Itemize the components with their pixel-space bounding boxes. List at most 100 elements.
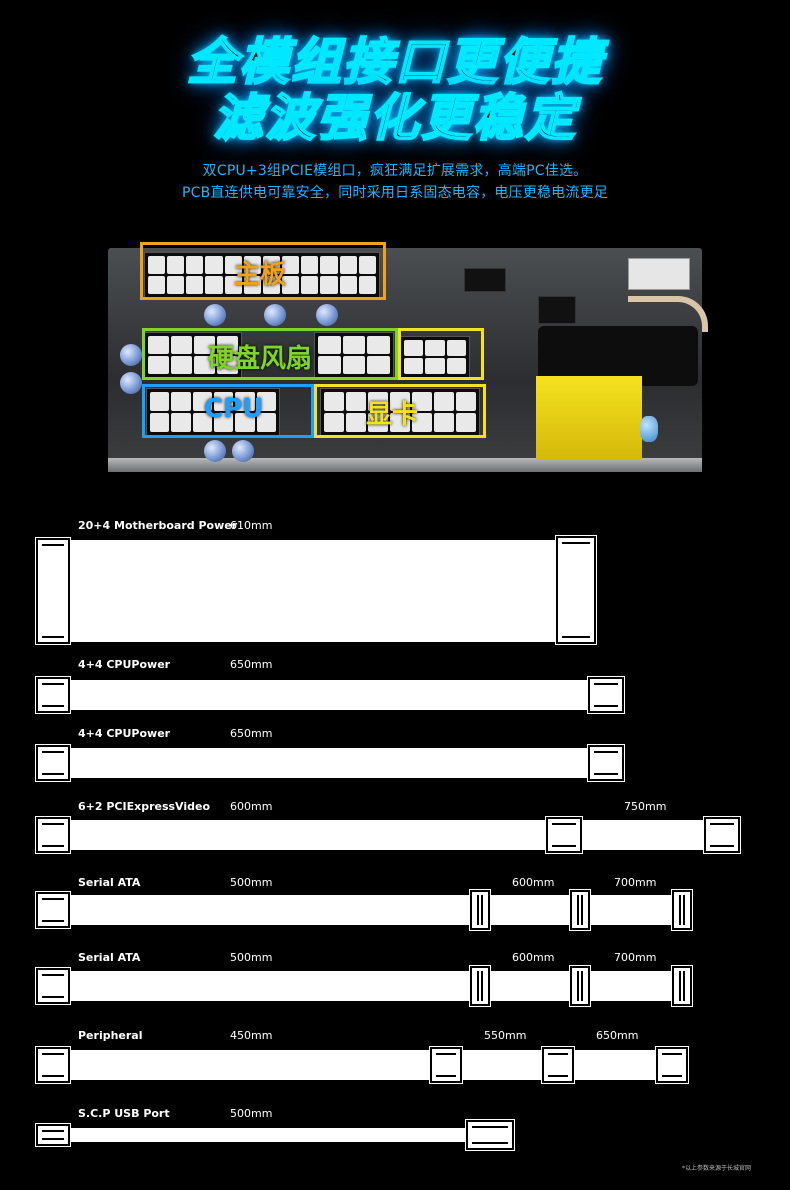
zone-drive-fan-side — [398, 328, 484, 380]
solid-capacitor — [264, 304, 286, 326]
cable-length: 500mm — [230, 1107, 273, 1120]
connector-pin — [217, 336, 238, 354]
connector-pin — [318, 336, 341, 354]
connector-pin — [434, 392, 454, 411]
zone-cpu — [142, 384, 314, 438]
cable-length: 500mm — [230, 951, 273, 964]
connector-pin — [346, 413, 366, 432]
connector-pin — [390, 392, 410, 411]
connector-pin — [186, 256, 204, 274]
connector-pin — [412, 392, 432, 411]
connector-plug — [35, 1123, 71, 1147]
board-x-capacitor — [536, 376, 642, 460]
connector-pin — [339, 276, 357, 294]
zone-motherboard — [140, 242, 386, 300]
cable-length: 450mm — [230, 1029, 273, 1042]
sata-plug — [469, 889, 491, 931]
solid-capacitor — [232, 440, 254, 462]
connector-pin — [404, 358, 424, 374]
connector-pin — [224, 256, 242, 274]
connector-pin — [412, 413, 432, 432]
connector-pin — [192, 413, 212, 432]
subtitle-line-2: PCB直连供电可靠安全，同时采用日系固态电容，电压更稳电流更足 — [181, 185, 609, 201]
connector-plug — [35, 744, 71, 782]
connector-plug — [587, 676, 625, 714]
zone-label-motherboard: 主板 — [234, 260, 287, 290]
cpu-connector — [146, 388, 280, 436]
connector-plug — [35, 676, 71, 714]
connector-plug — [545, 816, 583, 854]
connector-pin — [425, 340, 445, 356]
cable-length: 700mm — [614, 951, 657, 964]
cable-title: 4+4 CPUPower — [78, 658, 171, 671]
cable-body — [70, 895, 690, 925]
cable-length: 650mm — [596, 1029, 639, 1042]
solid-capacitor — [120, 344, 142, 366]
connector-pin — [390, 413, 410, 432]
connector-pin — [282, 256, 300, 274]
cable-length: 600mm — [230, 800, 273, 813]
connector-pin — [446, 358, 466, 374]
connector-pin — [192, 392, 212, 411]
subtitle-line-1: 双CPU+3组PCIE模组口，疯狂满足扩展需求，高端PC佳选。 — [202, 163, 588, 179]
cable-length: 650mm — [230, 658, 273, 671]
connector-plug — [555, 535, 597, 645]
cable-length: 750mm — [624, 800, 667, 813]
connector-pin — [324, 413, 344, 432]
cable-length: 700mm — [614, 876, 657, 889]
zone-label-cpu: CPU — [204, 394, 264, 424]
connector-pin — [194, 336, 215, 354]
cable-body — [70, 1128, 470, 1142]
headline-filter: 滤波强化更稳定 — [212, 88, 577, 148]
connector-pin — [171, 356, 192, 374]
molex-plug — [541, 1046, 575, 1084]
connector-pin — [368, 392, 388, 411]
usb-header-plug — [465, 1119, 515, 1151]
molex-plug — [429, 1046, 463, 1084]
sata-plug — [671, 965, 693, 1007]
connector-pin — [217, 356, 238, 374]
connector-pin — [150, 392, 170, 411]
sata-plug — [469, 965, 491, 1007]
connector-pin — [367, 356, 390, 374]
cable-length: 600mm — [512, 951, 555, 964]
connector-pin — [320, 256, 338, 274]
headline-modular: 全模组接口更便捷 — [186, 32, 603, 92]
connector-pin — [205, 276, 223, 294]
connector-plug — [35, 816, 71, 854]
connector-pin — [167, 256, 185, 274]
connector-pin — [301, 276, 319, 294]
board-edge — [108, 458, 702, 472]
connector-pin — [148, 356, 169, 374]
cable-title: Serial ATA — [78, 951, 141, 964]
connector-pin — [456, 392, 476, 411]
connector-pin — [324, 392, 344, 411]
connector-pin — [148, 336, 169, 354]
cable-length: 650mm — [230, 727, 273, 740]
connector-plug — [35, 967, 71, 1005]
connector-pin — [256, 392, 276, 411]
connector-pin — [262, 256, 281, 274]
molex-plug — [655, 1046, 689, 1084]
zone-label-graphics: 显卡 — [366, 400, 419, 430]
connector-pin — [205, 256, 223, 274]
cable-title: 20+4 Motherboard Power — [78, 519, 238, 532]
modular-pcb-board: 主板 硬盘风扇 CPU 显卡 — [108, 242, 708, 472]
cable-title: 4+4 CPUPower — [78, 727, 171, 740]
solid-capacitor — [120, 372, 142, 394]
connector-plug — [587, 744, 625, 782]
connector-pin — [342, 356, 366, 374]
board-chip — [464, 268, 506, 292]
sata-plug — [569, 889, 591, 931]
connector-pin — [214, 392, 234, 411]
cable-title: Serial ATA — [78, 876, 141, 889]
connector-pin — [342, 336, 366, 354]
connector-pin — [346, 392, 366, 411]
connector-pin — [148, 276, 166, 294]
pcie-connector — [400, 336, 470, 378]
film-capacitor — [640, 416, 658, 442]
cable-body — [70, 680, 590, 710]
connector-pin — [243, 256, 261, 274]
connector-pin — [339, 256, 357, 274]
cable-body — [70, 971, 690, 1001]
